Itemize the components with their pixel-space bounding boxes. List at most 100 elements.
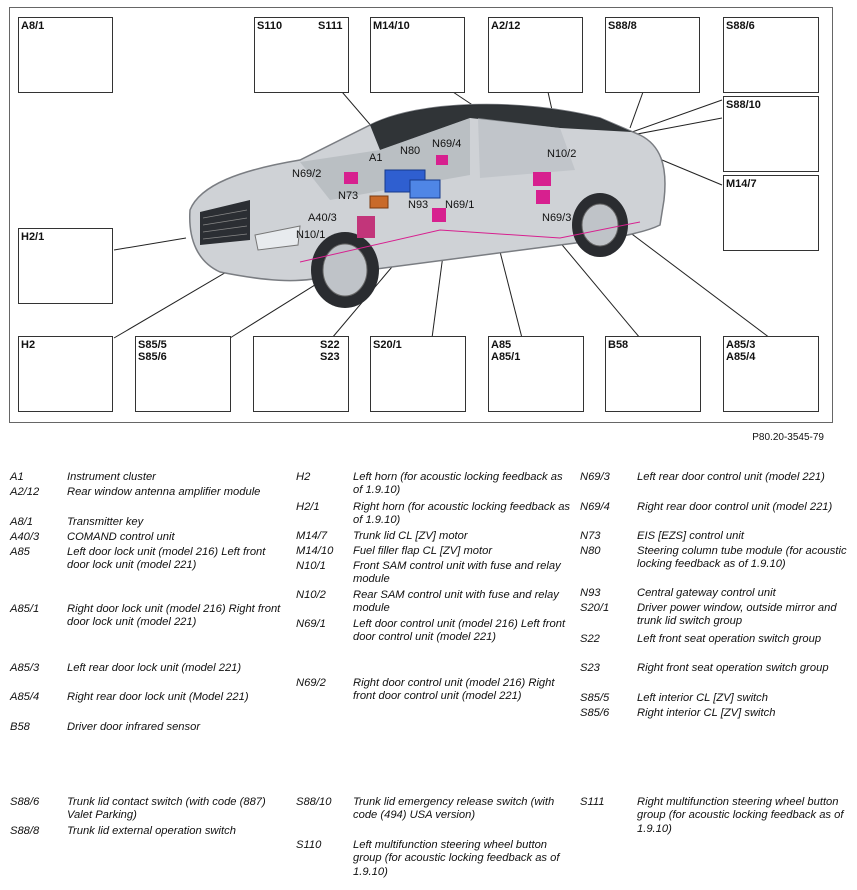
- legend-code: N10/1: [296, 560, 326, 572]
- legend-description: Left door control unit (model 216) Left …: [353, 618, 566, 644]
- callout-n10-2: N10/2: [547, 148, 577, 160]
- legend-code: A2/12: [10, 486, 40, 498]
- callout-n10-1: N10/1: [296, 229, 326, 241]
- tile-a85-3: [723, 336, 819, 412]
- legend-description: Right multifunction steering wheel butto…: [637, 796, 844, 835]
- legend-code: H2/1: [296, 501, 320, 513]
- tile-s22-s23: [253, 336, 349, 412]
- callout-n69-2: N69/2: [292, 168, 322, 180]
- callout-n93: N93: [408, 199, 429, 211]
- callout-a40-3: A40/3: [308, 212, 337, 224]
- legend-code: M14/7: [296, 530, 328, 542]
- legend-code: S20/1: [580, 602, 610, 614]
- tile-label-s111: S111: [318, 20, 343, 32]
- tile-s110-s111: [254, 17, 349, 93]
- legend-description: Central gateway control unit: [637, 587, 776, 599]
- legend-description: Right horn (for acoustic locking feedbac…: [353, 501, 571, 527]
- tile-label-h2-1: H2/1: [21, 231, 45, 243]
- tile-label-s88-8: S88/8: [608, 20, 637, 32]
- tile-s88-8: [605, 17, 700, 93]
- tile-label-h2: H2: [21, 339, 36, 351]
- legend-code: M14/10: [296, 545, 334, 557]
- legend-code: B58: [10, 721, 30, 733]
- legend-description: Right rear door control unit (model 221): [637, 501, 833, 513]
- legend-code: A85/3: [10, 662, 40, 674]
- tile-label-s110: S110: [257, 20, 283, 32]
- legend-description: Fuel filler flap CL [ZV] motor: [353, 545, 493, 557]
- legend-code: N69/4: [580, 501, 610, 513]
- legend-code: S88/8: [10, 825, 40, 837]
- legend-code: N69/1: [296, 618, 326, 630]
- tile-label-a8-1: A8/1: [21, 20, 45, 32]
- legend-description: Right door lock unit (model 216) Right f…: [67, 603, 281, 629]
- legend-description: Transmitter key: [67, 516, 144, 528]
- tile-label-m14-10: M14/10: [373, 20, 410, 32]
- legend-code: S85/5: [580, 692, 610, 704]
- tile-label-b58: B58: [608, 339, 629, 351]
- legend-description: Left rear door control unit (model 221): [637, 471, 825, 483]
- callout-n69-3: N69/3: [542, 212, 572, 224]
- tile-a85: [488, 336, 584, 412]
- legend-description: Rear window antenna amplifier module: [67, 486, 261, 498]
- legend-description: Driver power window, outside mirror and …: [637, 602, 837, 628]
- callout-n73: N73: [338, 190, 359, 202]
- legend-description: Right door control unit (model 216) Righ…: [353, 677, 555, 703]
- tile-label-a85-3: A85/3 A85/4: [726, 339, 756, 363]
- legend-code: N80: [580, 545, 601, 557]
- tile-label-s22-s23: S22 S23: [320, 339, 340, 363]
- car-body: [189, 103, 666, 308]
- legend-description: Steering column tube module (for acousti…: [637, 545, 847, 571]
- tile-m14-7: [723, 175, 819, 251]
- tile-label-a2-12: A2/12: [491, 20, 521, 32]
- tile-label-s20-1: S20/1: [373, 339, 402, 351]
- tile-label-m14-7: M14/7: [726, 178, 757, 190]
- legend-code: A85: [10, 546, 30, 558]
- legend-description: Right rear door lock unit (Model 221): [67, 691, 249, 703]
- legend-description: Trunk lid CL [ZV] motor: [353, 530, 468, 542]
- legend-code: S110: [296, 839, 322, 851]
- legend-description: Left interior CL [ZV] switch: [637, 692, 768, 704]
- legend-description: EIS [EZS] control unit: [637, 530, 744, 542]
- figure-code: P80.20-3545-79: [752, 432, 824, 443]
- legend-code: H2: [296, 471, 311, 483]
- legend-code: A85/1: [10, 603, 40, 615]
- legend-code: N73: [580, 530, 601, 542]
- tile-a8-1: [18, 17, 113, 93]
- legend-description: COMAND control unit: [67, 531, 175, 543]
- legend-description: Trunk lid external operation switch: [67, 825, 236, 837]
- legend-code: N69/2: [296, 677, 326, 689]
- legend-code: S22: [580, 633, 600, 645]
- tile-b58: [605, 336, 701, 412]
- legend-description: Left front seat operation switch group: [637, 633, 822, 645]
- legend-description: Left horn (for acoustic locking feedback…: [353, 471, 563, 497]
- legend-description: Left rear door lock unit (model 221): [67, 662, 242, 674]
- callout-n69-1: N69/1: [445, 199, 475, 211]
- legend-code: A40/3: [10, 531, 40, 543]
- legend-description: Right front seat operation switch group: [637, 662, 829, 674]
- tile-m14-10: [370, 17, 465, 93]
- legend-code: N69/3: [580, 471, 610, 483]
- tile-label-a85: A85 A85/1: [491, 339, 521, 363]
- legend-description: Instrument cluster: [67, 471, 156, 483]
- legend-code: S85/6: [580, 707, 610, 719]
- tile-label-s88-10: S88/10: [726, 99, 761, 111]
- tile-a2-12: [488, 17, 583, 93]
- legend-code: A1: [10, 471, 24, 483]
- legend-code: S88/10: [296, 796, 332, 808]
- callout-n69-4: N69/4: [432, 138, 462, 150]
- legend-code: S111: [580, 796, 605, 808]
- callout-n80: N80: [400, 145, 421, 157]
- legend-code: N93: [580, 587, 601, 599]
- legend-description: Front SAM control unit with fuse and rel…: [353, 560, 561, 586]
- legend-description: Left door lock unit (model 216) Left fro…: [67, 546, 266, 572]
- tile-h2: [18, 336, 113, 412]
- tile-s88-6: [723, 17, 819, 93]
- legend-code: A8/1: [10, 516, 34, 528]
- legend-description: Driver door infrared sensor: [67, 721, 201, 733]
- legend-description: Trunk lid emergency release switch (with…: [353, 796, 555, 822]
- legend-description: Right interior CL [ZV] switch: [637, 707, 776, 719]
- tile-s20-1: [370, 336, 466, 412]
- legend-code: S23: [580, 662, 600, 674]
- tile-label-s88-6: S88/6: [726, 20, 755, 32]
- legend-description: Trunk lid contact switch (with code (887…: [67, 796, 266, 822]
